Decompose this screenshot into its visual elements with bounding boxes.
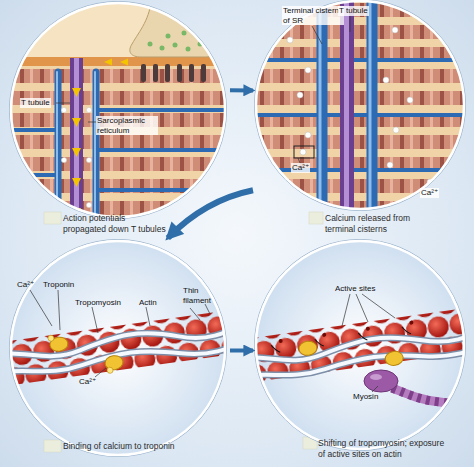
- part-label: Troponin: [42, 280, 75, 290]
- step-caption: Calcium released from terminal cisterns: [325, 213, 433, 234]
- part-label: Myosin: [352, 392, 379, 402]
- muscle-fiber-view: [8, 0, 232, 230]
- troponin: [298, 340, 318, 356]
- nerve-terminal: [130, 0, 217, 82]
- step-arrow: [230, 349, 253, 353]
- step-caption: Action potentials propagated down T tubu…: [63, 213, 167, 234]
- part-label: Actin: [138, 298, 158, 308]
- sarcoplasmic-reticulum: [255, 0, 467, 212]
- sarcoplasmic-reticulum: [8, 72, 232, 230]
- part-label: Ca²⁺: [16, 280, 35, 290]
- sarcolemma: [8, 57, 230, 66]
- troponin: [104, 355, 124, 371]
- zoom-box: [294, 146, 314, 158]
- part-label: Terminal cistern of SR: [282, 6, 344, 25]
- part-label: Sarcoplasmic reticulum: [96, 116, 158, 135]
- part-label: Thin filament: [182, 286, 222, 305]
- part-label: Tropomyosin: [74, 298, 122, 308]
- calcium-ion: [287, 27, 433, 185]
- t-tubule: [70, 58, 83, 230]
- panel-outline: [8, 238, 230, 463]
- panel-outline: [253, 238, 469, 463]
- troponin: [384, 350, 404, 366]
- part-label: Ca²⁺: [78, 377, 97, 387]
- part-label: Ca²⁺: [291, 163, 310, 173]
- step-panel: Shifting of tropomyosin; exposure of act…: [253, 238, 469, 463]
- part-label: Active sites: [334, 284, 376, 294]
- step-arrow: [230, 88, 253, 92]
- part-label: T tubule: [338, 6, 369, 16]
- sarcomere-view: [255, 0, 467, 212]
- step-caption: Shifting of tropomyosin; exposure of act…: [318, 438, 446, 459]
- calcium-ion: [61, 107, 91, 207]
- step-panel: Binding of calcium to troponin: [8, 238, 230, 463]
- t-tubule: [340, 0, 354, 212]
- signal-arrow: [72, 59, 128, 218]
- thin-filament-view: [0, 238, 262, 460]
- thin-filament-view: [220, 240, 474, 452]
- shift-arrow: [271, 326, 411, 353]
- step-caption: Binding of calcium to troponin: [63, 441, 193, 452]
- myosin-molecule: [364, 370, 474, 415]
- part-label: Ca²⁺: [420, 188, 439, 198]
- part-label: T tubule: [20, 98, 51, 108]
- leader-line: [30, 16, 395, 392]
